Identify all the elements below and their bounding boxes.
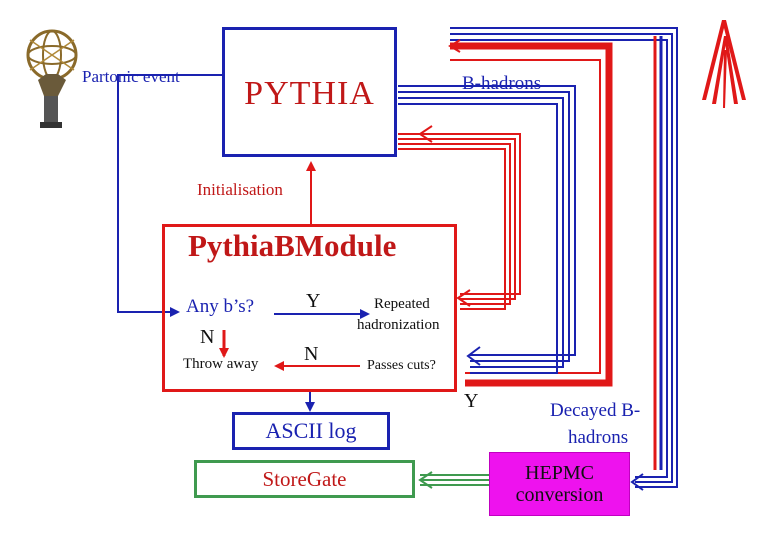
partonic-event-label: Partonic event xyxy=(82,67,180,86)
red-band-inner xyxy=(398,133,521,310)
no-label-2: N xyxy=(304,343,319,365)
hepmc-label-line2: conversion xyxy=(515,484,604,506)
storegate-box: StoreGate xyxy=(194,460,415,498)
pythia-b-module-title: PythiaBModule xyxy=(188,228,397,263)
green-link xyxy=(420,474,489,486)
red-trunk-arrowhead xyxy=(448,39,461,53)
pythia-b-module-box xyxy=(162,224,457,392)
any-bs-question: Any b’s? xyxy=(186,296,255,317)
red-trunk-outer xyxy=(450,42,613,387)
b-hadrons-label: B-hadrons xyxy=(462,73,542,94)
pythia-box-label: PYTHIA xyxy=(244,75,375,112)
blue-trunk-outer xyxy=(450,27,678,488)
green-arrowhead xyxy=(418,471,433,489)
ascii-log-box: ASCII log xyxy=(232,412,390,450)
throw-away-label: Throw away xyxy=(183,356,259,372)
yes-label-2: Y xyxy=(464,390,479,412)
red-band-end-arrowhead xyxy=(456,289,471,307)
partonic-loop xyxy=(117,74,222,317)
passes-cuts-label: Passes cuts? xyxy=(367,358,436,373)
blue-band xyxy=(398,85,576,374)
storegate-label: StoreGate xyxy=(262,466,347,491)
decayed-label-line1: Decayed B- xyxy=(550,400,641,421)
right-vertical-pair xyxy=(653,36,663,470)
hepmc-label-line1: HEPMC xyxy=(525,462,594,484)
blue-band-arrowhead xyxy=(466,346,481,366)
initialisation-label: Initialisation xyxy=(197,180,283,199)
experiment-a-icon xyxy=(702,20,746,108)
no-label-1: N xyxy=(200,326,215,348)
ascii-log-label: ASCII log xyxy=(265,418,357,443)
atlas-globe-icon xyxy=(26,29,78,128)
decayed-label-line2: hadrons xyxy=(568,427,629,448)
repeated-label-line1: Repeated xyxy=(374,296,430,312)
blue-trunk-arrowhead xyxy=(630,473,644,491)
pythia-box: PYTHIA xyxy=(222,27,397,157)
hepmc-conversion-box: HEPMC conversion xyxy=(489,452,630,516)
repeated-label-line2: hadronization xyxy=(357,317,440,333)
yes-label-1: Y xyxy=(306,290,321,312)
red-band-arrowhead xyxy=(418,125,433,143)
